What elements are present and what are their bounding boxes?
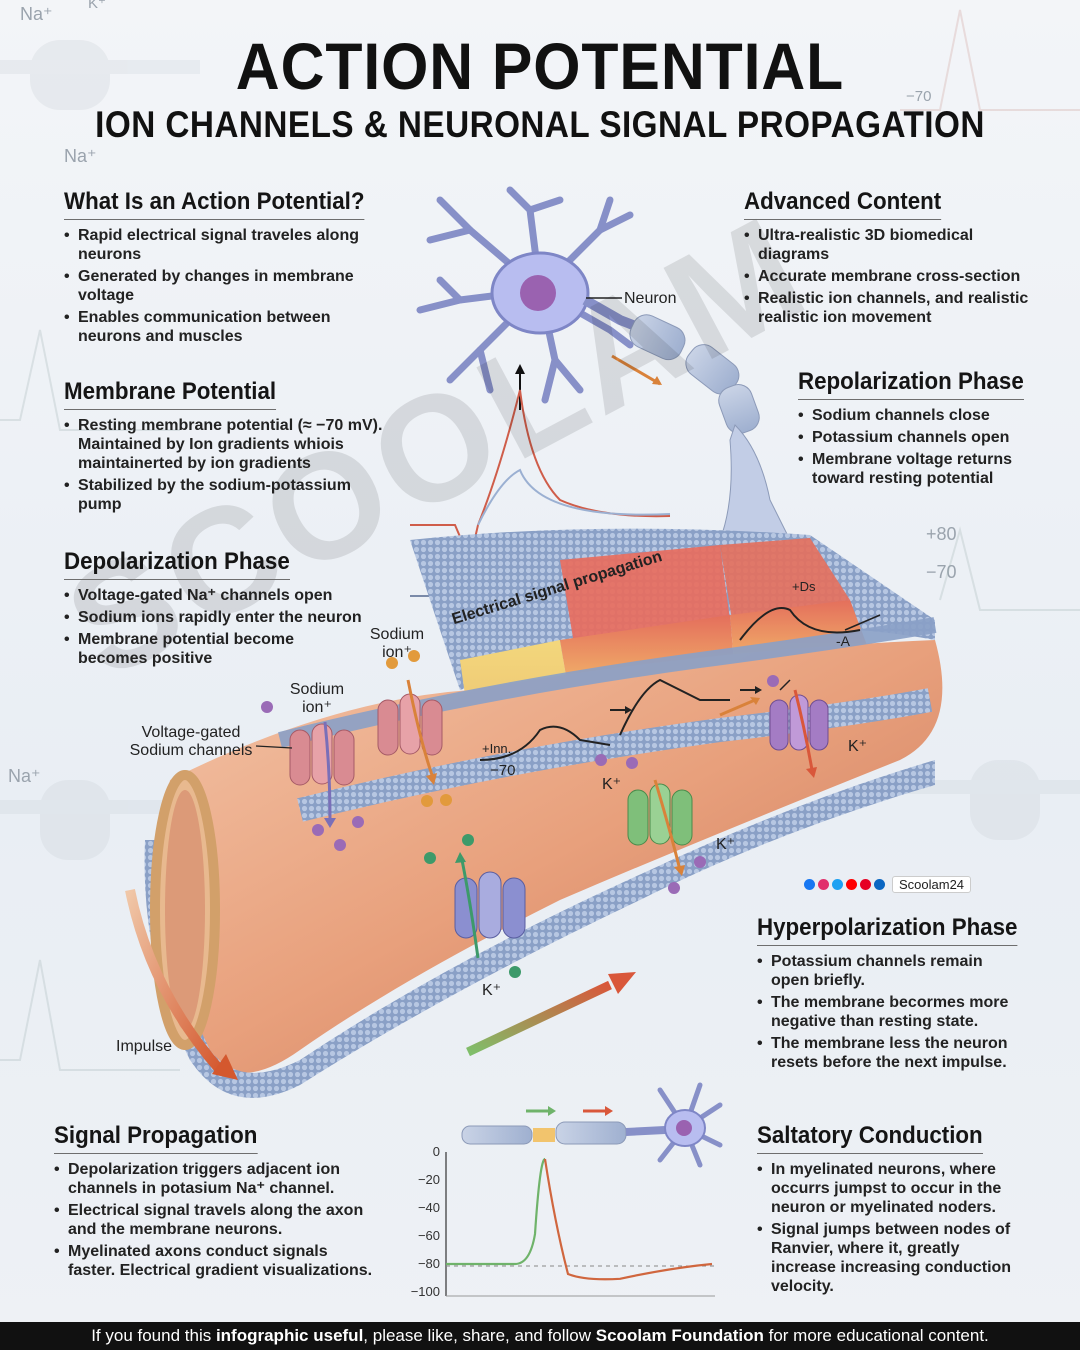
list-item: Ultra-realistic 3D biomedical diagrams (744, 226, 1044, 264)
inna-label: +Inn. (482, 741, 512, 756)
list-item: Enables communication between neurons an… (64, 308, 364, 346)
potassium-channel-group (454, 689, 829, 959)
section-repolarization: Repolarization Phase Sodium channels clo… (798, 368, 1028, 491)
ghost-plus80-label: +80 (926, 524, 957, 544)
list-item: Myelinated axons conduct signals faster.… (54, 1242, 374, 1280)
footer-bar: If you found this infographic useful, pl… (0, 1322, 1080, 1350)
social-bar: Scoolam24 (804, 876, 972, 893)
list-item: The membrane becormes more negative than… (757, 993, 1022, 1031)
ghost-minus70-top-label: −70 (906, 88, 932, 105)
list-item: Signal jumps between nodes of Ranvier, w… (757, 1220, 1022, 1296)
section-repolarization-heading: Repolarization Phase (798, 368, 1024, 400)
k-ion-label-3: K⁺ (482, 982, 502, 999)
youtube-icon[interactable] (846, 879, 857, 890)
minus70-label: −70 (490, 762, 516, 779)
section-signal-heading: Signal Propagation (54, 1122, 258, 1154)
k-ion-label-2: K⁺ (716, 836, 736, 853)
footer-text-post: for more educational content. (763, 1326, 989, 1345)
list-item: Membrane voltage returns toward resting … (798, 450, 1028, 488)
impulse-arrow (125, 889, 224, 1074)
section-what: What Is an Action Potential? Rapid elect… (64, 188, 365, 349)
section-signal: Signal Propagation Depolarization trigge… (54, 1122, 374, 1283)
section-depolarization: Depolarization Phase Voltage-gated Na⁺ c… (64, 548, 364, 671)
ion-particles (261, 650, 779, 978)
footer-bold-1: infographic useful (215, 1326, 364, 1345)
graph-y-tick-label: −100 (410, 1284, 440, 1299)
list-item: Potassium channels remain open briefly. (757, 952, 1022, 990)
ghost-na-label-top2: Na⁺ (64, 146, 97, 166)
graph-y-tick-label: −40 (417, 1200, 440, 1215)
impulse-label: Impulse (116, 1038, 173, 1055)
impulse-arrow-head (212, 1054, 238, 1080)
ds-label: +Ds (792, 579, 816, 594)
axon-membrane-tube (144, 528, 943, 1098)
section-advanced-heading: Advanced Content (744, 188, 942, 220)
section-what-heading: What Is an Action Potential? (64, 188, 365, 220)
list-item: Voltage-gated Na⁺ channels open (64, 586, 364, 605)
section-membrane: Membrane Potential Resting membrane pote… (64, 378, 384, 517)
ghost-na-label-top: Na⁺ (20, 4, 53, 24)
list-item: The membrane less the neuron resets befo… (757, 1034, 1022, 1072)
list-item: Generated by changes in membrane voltage (64, 267, 364, 305)
section-saltatory-heading: Saltatory Conduction (757, 1122, 983, 1154)
neuron-label: Neuron (624, 290, 677, 307)
list-item: Stabilized by the sodium-potassium pump (64, 476, 384, 514)
action-potential-graph (445, 1152, 715, 1297)
footer-text-mid: , please like, share, and follow (363, 1326, 596, 1345)
list-item: Sodium channels close (798, 406, 1028, 425)
ghost-na-label-left: Na⁺ (8, 766, 41, 786)
list-item: Realistic ion channels, and realistic re… (744, 289, 1044, 327)
graph-y-tick-label: −60 (417, 1228, 440, 1243)
list-item: In myelinated neurons, where occurrs jum… (757, 1160, 1022, 1217)
section-depolarization-heading: Depolarization Phase (64, 548, 290, 580)
ghost-k-label: K⁺ (88, 0, 106, 12)
brand-handle[interactable]: Scoolam24 (892, 876, 972, 893)
list-item: Resting membrane potential (≈ −70 mV). M… (64, 416, 384, 473)
ap-curve-falling (543, 1158, 713, 1281)
list-item: Accurate membrane cross-section (744, 267, 1044, 286)
list-item: Electrical signal travels along the axon… (54, 1201, 374, 1239)
list-item: Potassium channels open (798, 428, 1028, 447)
list-item: Depolarization triggers adjacent ion cha… (54, 1160, 374, 1198)
ghost-minus70-label: −70 (926, 562, 957, 582)
section-hyperpolarization-heading: Hyperpolarization Phase (757, 914, 1018, 946)
section-hyperpolarization: Hyperpolarization Phase Potassium channe… (757, 914, 1022, 1075)
sodium-ion-label-2: Sodium ion⁺ (289, 681, 345, 716)
mini-neuron (461, 1082, 723, 1168)
page-title: ACTION POTENTIAL (235, 29, 845, 103)
graph-y-tick-label: −20 (417, 1172, 440, 1187)
list-item: Membrane potential become becomes positi… (64, 630, 364, 668)
k-ion-label-4: K⁺ (848, 738, 868, 755)
pinterest-icon[interactable] (860, 879, 871, 890)
x-icon[interactable] (832, 879, 843, 890)
section-membrane-heading: Membrane Potential (64, 378, 277, 410)
facebook-icon[interactable] (804, 879, 815, 890)
graph-y-tick-label: 0 (432, 1144, 440, 1159)
footer-bold-2: Scoolam Foundation (595, 1326, 764, 1345)
footer-text-pre: If you found this (91, 1326, 216, 1345)
neuron-illustration (416, 186, 801, 561)
voltage-gated-label: Voltage-gated Sodium channels (129, 724, 253, 759)
sodium-ion-label-1: Sodium ion⁺ (369, 626, 425, 661)
k-ion-label-1: K⁺ (602, 776, 622, 793)
instagram-icon[interactable] (818, 879, 829, 890)
ap-curve-rising (446, 1157, 547, 1266)
list-item: Rapid electrical signal traveles along n… (64, 226, 364, 264)
sodium-channel-group (255, 679, 443, 828)
graph-y-tick-label: −80 (417, 1256, 440, 1271)
linkedin-icon[interactable] (874, 879, 885, 890)
section-saltatory: Saltatory Conduction In myelinated neuro… (757, 1122, 1022, 1299)
a-label: -A (836, 633, 850, 649)
section-advanced: Advanced Content Ultra-realistic 3D biom… (744, 188, 1044, 330)
propagation-arrow (466, 980, 612, 1057)
propagation-arrow-head (608, 972, 636, 994)
list-item: Sodium ions rapidly enter the neuron (64, 608, 364, 627)
page-subtitle: ION CHANNELS & NEURONAL SIGNAL PROPAGATI… (95, 104, 985, 145)
